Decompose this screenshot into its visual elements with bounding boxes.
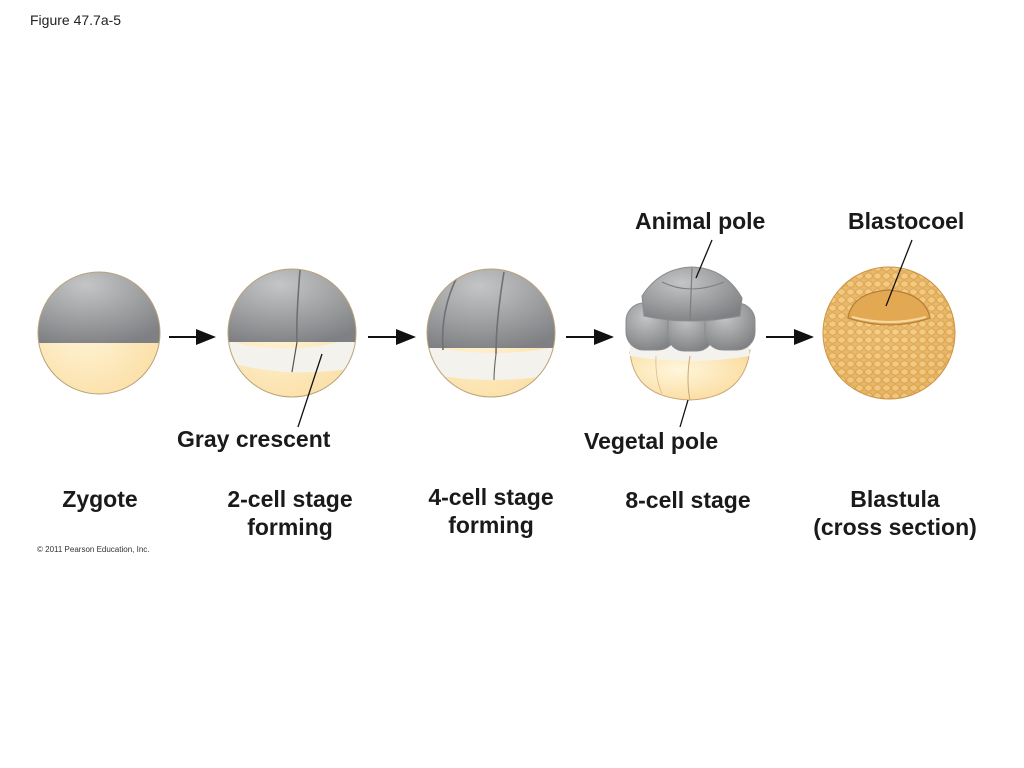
stage-caption-line2: forming <box>411 511 571 539</box>
stage-caption-2-cell: 2-cell stage forming <box>210 485 370 541</box>
stage-caption-8-cell: 8-cell stage <box>608 486 768 514</box>
stage-caption-line1: Blastula <box>800 485 990 513</box>
stage-caption-line2: (cross section) <box>800 513 990 541</box>
leader-vegetal-pole <box>680 400 688 427</box>
stage-caption-zygote: Zygote <box>40 485 160 513</box>
eight-cell-embryo <box>626 267 755 400</box>
stage-caption-line2: forming <box>210 513 370 541</box>
blastula-cross-section <box>823 267 955 399</box>
stage-caption-line1: 8-cell stage <box>608 486 768 514</box>
stage-caption-line1: 2-cell stage <box>210 485 370 513</box>
blastocoel-label: Blastocoel <box>848 207 964 235</box>
vegetal-pole-label: Vegetal pole <box>584 427 718 455</box>
stage-caption-line1: Zygote <box>40 485 160 513</box>
animal-pole-label: Animal pole <box>635 207 765 235</box>
zygote-embryo <box>30 260 170 410</box>
stage-caption-4-cell: 4-cell stage forming <box>411 483 571 539</box>
gray-crescent-label: Gray crescent <box>177 425 330 453</box>
copyright-notice: © 2011 Pearson Education, Inc. <box>37 545 149 554</box>
stage-caption-line1: 4-cell stage <box>411 483 571 511</box>
stage-caption-blastula: Blastula (cross section) <box>800 485 990 541</box>
four-cell-embryo <box>420 260 570 410</box>
two-cell-embryo <box>220 260 370 410</box>
